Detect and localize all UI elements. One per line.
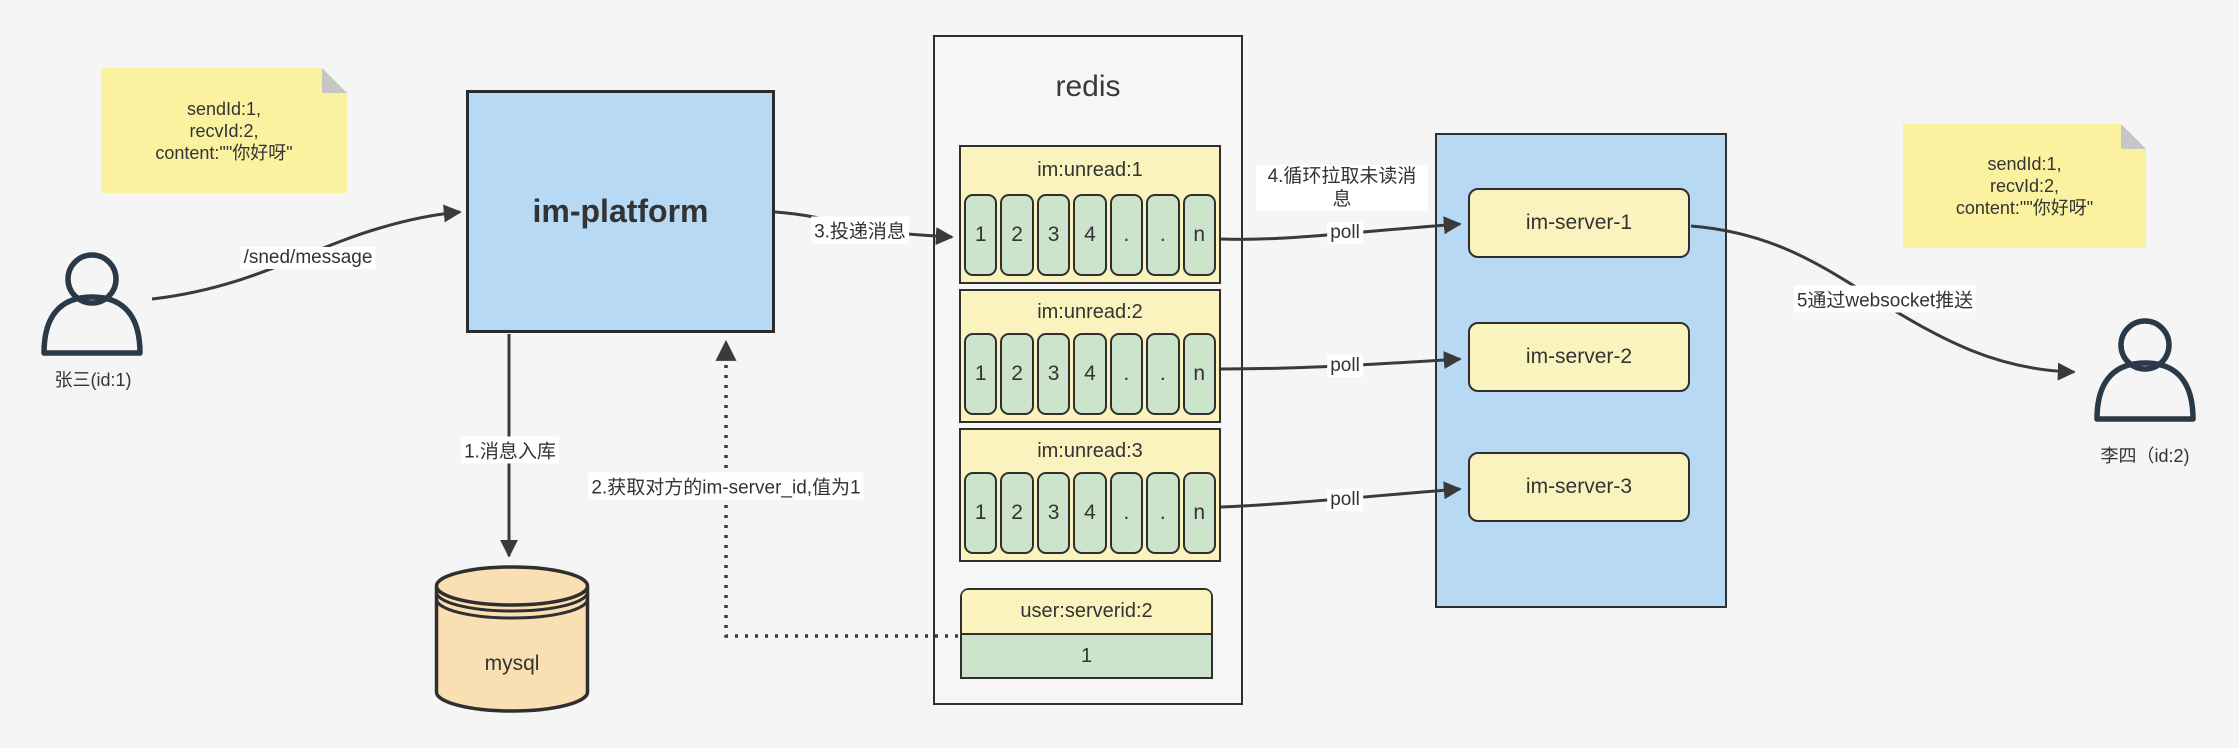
- label-step4-poll-unread: 4.循环拉取未读消息: [1256, 165, 1428, 211]
- label-step5-websocket: 5通过websocket推送: [1793, 285, 1977, 313]
- queue-cell: n: [1182, 194, 1216, 276]
- im-server-1-node: im-server-1: [1468, 188, 1690, 258]
- queue-cell: 4: [1073, 472, 1107, 554]
- im-server-2-label: im-server-2: [1525, 345, 1633, 368]
- label-send-route: /sned/message: [240, 247, 376, 269]
- queue-cells: 1 2 3 4 . . n: [961, 333, 1219, 421]
- receiver-user-icon: [2094, 318, 2196, 422]
- redis-title: redis: [1055, 70, 1121, 103]
- serverid-header: user:serverid:2: [962, 590, 1211, 635]
- queue-cell: .: [1146, 333, 1180, 415]
- queue-cell: .: [1146, 194, 1180, 276]
- queue-header: im:unread:3: [1037, 439, 1143, 462]
- queue-header: im:unread:1: [1037, 159, 1143, 181]
- queue-cell: 2: [1000, 472, 1034, 554]
- im-server-1-label: im-server-1: [1525, 211, 1633, 234]
- queue-cell: 3: [1036, 333, 1071, 415]
- queue-cell: 3: [1036, 194, 1071, 276]
- redis-queue-im-unread-2: im:unread:2 1 2 3 4 . . n: [959, 289, 1221, 423]
- note-line: recvId:2,: [1989, 176, 2060, 196]
- queue-cell: .: [1109, 194, 1144, 276]
- queue-cell: .: [1109, 333, 1144, 415]
- im-platform-node: im-platform: [466, 90, 775, 333]
- label-step1-store: 1.消息入库: [461, 436, 559, 464]
- queue-header: im:unread:2: [1037, 300, 1143, 323]
- sender-user-icon: [41, 252, 143, 356]
- note-fold-icon: [2121, 124, 2146, 149]
- queue-cell: 1: [964, 472, 998, 554]
- sender-label: 张三(id:1): [54, 370, 132, 390]
- receiver-message-note: sendId:1, recvId:2, content:""你好呀": [1903, 124, 2146, 248]
- note-line: recvId:2,: [189, 120, 259, 141]
- queue-cell: 2: [1000, 333, 1034, 415]
- queue-cell: 4: [1073, 194, 1107, 276]
- queue-cell: 2: [1000, 194, 1034, 276]
- serverid-value: 1: [962, 635, 1211, 677]
- queue-cell: 1: [964, 194, 998, 276]
- redis-user-serverid-node: user:serverid:2 1: [960, 588, 1213, 679]
- im-platform-title: im-platform: [532, 193, 709, 229]
- label-poll-1: poll: [1327, 222, 1363, 244]
- note-line: content:""你好呀": [1955, 198, 2094, 218]
- queue-cell: .: [1146, 472, 1180, 554]
- queue-cell: 1: [964, 333, 998, 415]
- redis-queue-im-unread-1: im:unread:1 1 2 3 4 . . n: [959, 145, 1221, 284]
- note-line: sendId:1,: [1987, 154, 2062, 174]
- label-poll-2: poll: [1327, 355, 1363, 377]
- label-poll-3: poll: [1327, 489, 1363, 511]
- queue-cell: n: [1182, 472, 1216, 554]
- mysql-database-icon: [434, 565, 590, 713]
- im-server-3-label: im-server-3: [1525, 475, 1633, 498]
- mysql-label: mysql: [484, 652, 540, 675]
- note-line: sendId:1,: [186, 98, 262, 119]
- queue-cell: .: [1109, 472, 1144, 554]
- receiver-label: 李四（id:2): [2100, 446, 2190, 466]
- redis-queue-im-unread-3: im:unread:3 1 2 3 4 . . n: [959, 428, 1221, 562]
- label-step3-deliver: 3.投递消息: [811, 216, 909, 244]
- label-step2-get-serverid: 2.获取对方的im-server_id,值为1: [588, 472, 864, 500]
- im-server-2-node: im-server-2: [1468, 322, 1690, 392]
- sender-message-note: sendId:1, recvId:2, content:""你好呀": [101, 68, 347, 193]
- note-line: content:""你好呀": [155, 142, 293, 163]
- note-fold-icon: [322, 68, 347, 93]
- queue-cell: n: [1182, 333, 1216, 415]
- queue-cells: 1 2 3 4 . . n: [961, 194, 1219, 282]
- queue-cell: 4: [1073, 333, 1107, 415]
- queue-cells: 1 2 3 4 . . n: [961, 472, 1219, 560]
- im-server-3-node: im-server-3: [1468, 452, 1690, 522]
- queue-cell: 3: [1036, 472, 1071, 554]
